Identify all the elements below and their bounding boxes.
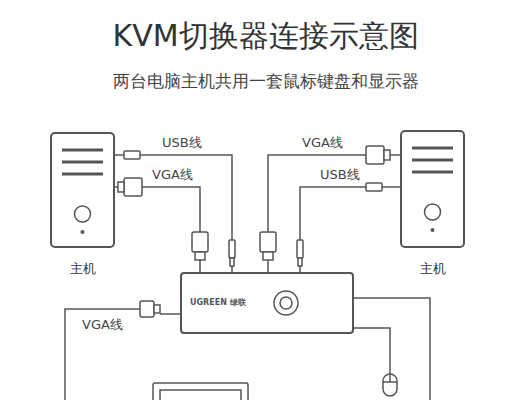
computer-tower: 主机: [50, 132, 115, 248]
title: KVM切换器连接示意图: [0, 16, 531, 57]
cable-label: USB线: [318, 166, 362, 184]
kvm-switch: UGREEN 绿联: [180, 272, 354, 334]
cable-label: VGA线: [150, 166, 195, 184]
keyboard-cable: [352, 298, 430, 400]
plugs: [118, 146, 390, 266]
vga-plug: [140, 301, 154, 317]
tower-outline: [400, 130, 465, 248]
cable-label: VGA线: [300, 134, 345, 152]
cable: [115, 187, 200, 272]
mouse-buttons: [383, 374, 397, 382]
monitor-cable: [65, 309, 140, 400]
monitor-screen: [160, 390, 241, 400]
subtitle: 两台电脑主机共用一套鼠标键盘和显示器: [0, 70, 531, 93]
mouse-cable: [352, 328, 390, 374]
cable: [300, 187, 400, 272]
cable-label: USB线: [160, 134, 204, 152]
tower-outline: [50, 132, 115, 248]
computer-tower: 主机: [400, 130, 465, 248]
mouse: [383, 374, 397, 396]
node-label: 主机: [400, 260, 465, 278]
cable: [268, 155, 400, 272]
cable: [115, 155, 232, 272]
monitor: [153, 383, 248, 400]
brand-logo: UGREEN 绿联: [190, 297, 246, 308]
vga-stub: [160, 313, 180, 315]
node-label: 主机: [50, 260, 115, 278]
vga-plug-tip: [154, 305, 160, 313]
cable-label: VGA线: [82, 316, 123, 334]
